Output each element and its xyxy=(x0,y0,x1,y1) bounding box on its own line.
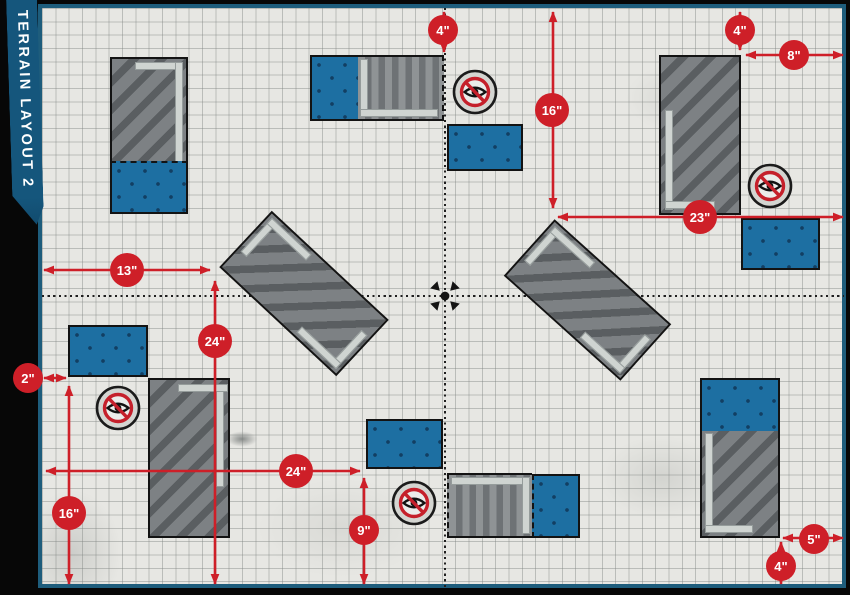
measurement-label-badge xyxy=(725,15,755,45)
ruin-wall-segment xyxy=(178,384,228,392)
area-bottom-center-blue-section xyxy=(532,474,580,538)
measurement-arrow: 4" xyxy=(725,11,755,51)
area-bottom-center-blue xyxy=(366,419,443,469)
measurement-arrow: 16" xyxy=(52,385,86,585)
measurement-arrow: 24" xyxy=(198,280,232,585)
measurement-label: 24" xyxy=(286,464,307,479)
measurement-label: 23" xyxy=(690,210,711,225)
ruin-bottom-right-gray xyxy=(700,431,780,538)
measurement-label-badge xyxy=(198,324,232,358)
ruin-top-right xyxy=(659,55,741,215)
measurement-label: 2" xyxy=(21,371,34,386)
measurement-label-badge xyxy=(779,40,809,70)
measurement-label-badge xyxy=(766,551,796,581)
page-title: TERRAIN LAYOUT 2 xyxy=(13,9,36,190)
measurement-label: 4" xyxy=(733,23,746,38)
measurement-arrow: 24" xyxy=(45,454,361,488)
area-upper-middle-blue xyxy=(447,124,523,171)
no-line-of-sight-eye-icon xyxy=(452,69,498,115)
no-line-of-sight-eye-icon xyxy=(391,480,437,526)
ruin-wall-segment xyxy=(360,109,438,117)
measurement-label: 4" xyxy=(436,23,449,38)
measurement-label-badge xyxy=(13,363,43,393)
area-top-center-blue-section xyxy=(310,55,360,121)
measurement-label: 13" xyxy=(117,263,138,278)
measurement-arrow: 4" xyxy=(428,11,458,53)
ruin-top-left-gray xyxy=(110,57,188,163)
measurement-label-badge xyxy=(52,496,86,530)
measurement-arrow: 23" xyxy=(557,200,844,234)
measurement-label-badge xyxy=(110,253,144,287)
measurement-arrow: 16" xyxy=(535,11,569,209)
board-center-marker xyxy=(430,281,460,311)
measurement-label-badge xyxy=(428,15,458,45)
ruin-bottom-right-blue-section xyxy=(700,378,780,433)
no-line-of-sight-eye-icon xyxy=(95,385,141,431)
ruin-wall-segment xyxy=(705,525,753,533)
measurement-arrow: 5" xyxy=(782,524,844,554)
measurement-label: 5" xyxy=(807,532,820,547)
ruin-top-center-gray xyxy=(358,55,444,121)
measurement-arrow: 13" xyxy=(43,253,211,287)
no-line-of-sight-eye-icon xyxy=(747,163,793,209)
measurement-arrow: 4" xyxy=(766,541,796,585)
measurement-label: 16" xyxy=(542,103,563,118)
measurement-arrow: 8" xyxy=(745,40,844,70)
area-right-blue xyxy=(741,218,820,270)
ruin-top-left-blue-section xyxy=(110,161,188,214)
measurement-arrow: 9" xyxy=(349,477,379,585)
ruin-bottom-center-gray xyxy=(447,473,532,538)
measurement-label: 8" xyxy=(787,48,800,63)
measurement-label: 24" xyxy=(205,334,226,349)
measurement-arrow: 2" xyxy=(13,363,67,393)
measurement-label: 9" xyxy=(357,523,370,538)
measurement-label: 4" xyxy=(774,559,787,574)
measurement-label-badge xyxy=(535,93,569,127)
measurement-label: 16" xyxy=(59,506,80,521)
area-left-blue xyxy=(68,325,148,377)
ruin-wall-segment xyxy=(522,477,530,534)
measurement-label-badge xyxy=(799,524,829,554)
measurement-label-badge xyxy=(349,515,379,545)
measurement-label-badge xyxy=(683,200,717,234)
measurement-label-badge xyxy=(279,454,313,488)
ruin-wall-segment xyxy=(665,110,673,210)
